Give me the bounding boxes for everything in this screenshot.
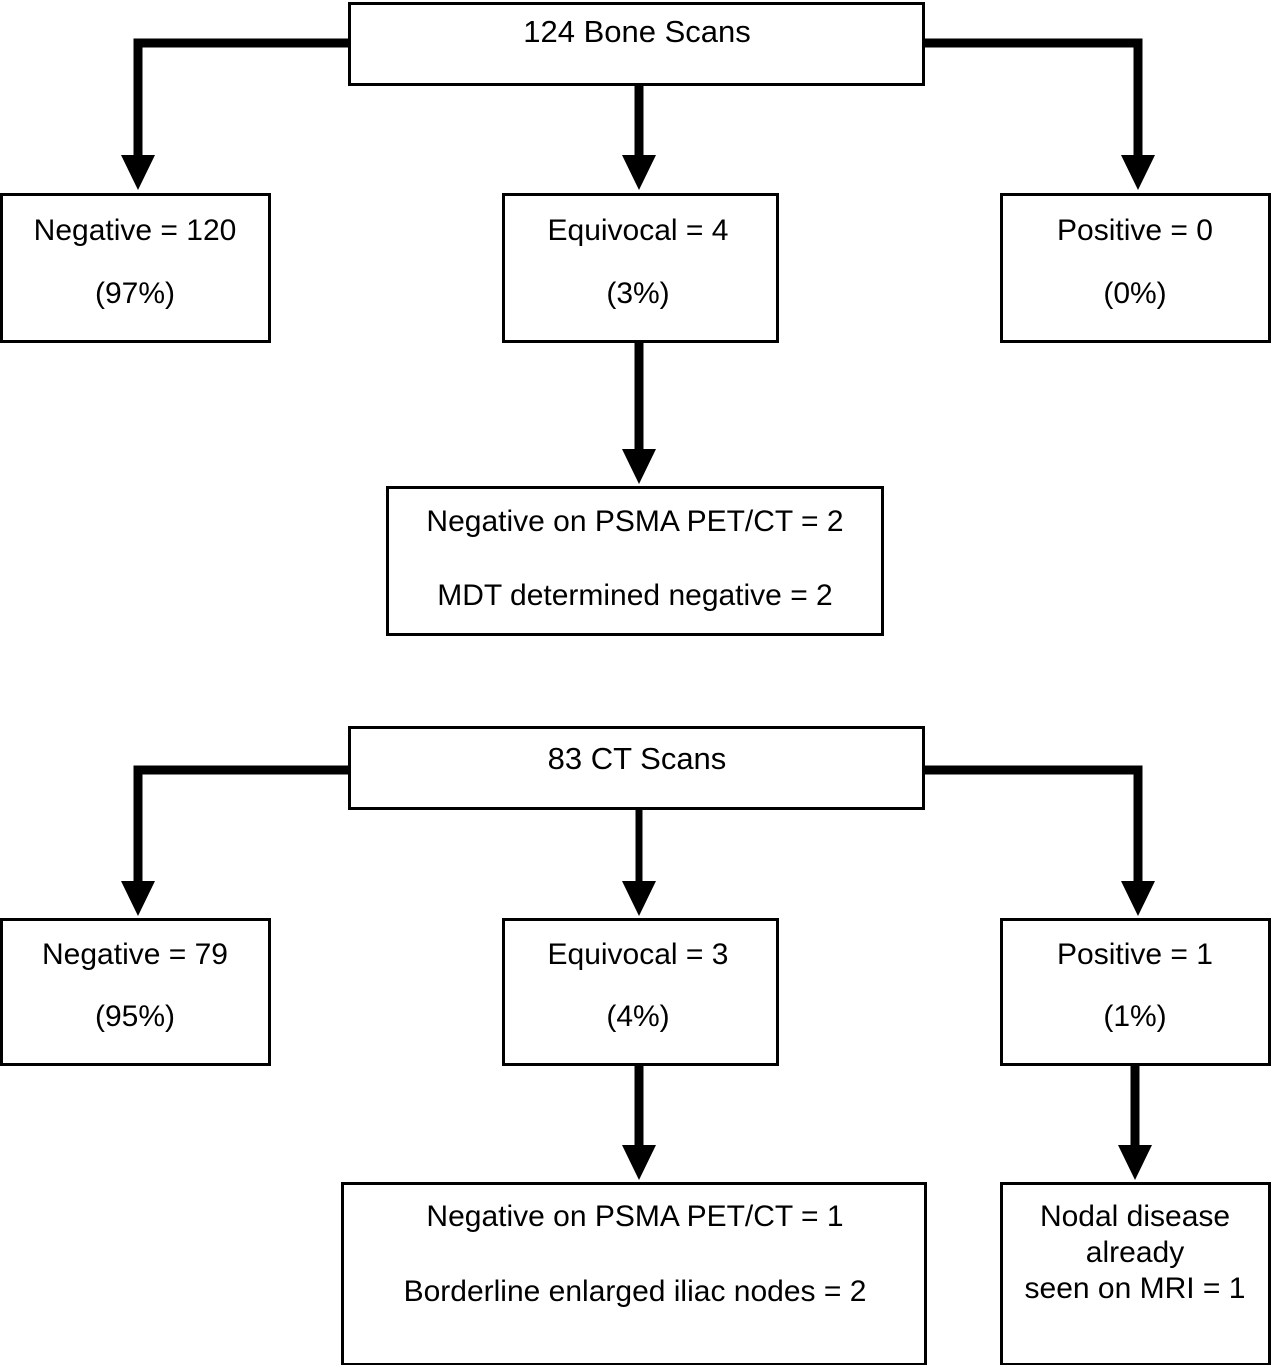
node-ct-negative-percent: (95%) — [95, 1000, 175, 1033]
node-bone-negative-percent: (97%) — [95, 277, 175, 310]
node-ct-scan-root-label: 83 CT Scans — [548, 741, 727, 776]
node-bone-scan-root[interactable]: 124 Bone Scans — [348, 2, 925, 86]
connector-ct-equivocal-to-detail — [622, 1066, 656, 1180]
arrowhead-icon — [622, 449, 656, 484]
node-ct-equivocal-detail-line-1: Negative on PSMA PET/CT = 1 — [426, 1200, 843, 1233]
arrowhead-icon — [622, 881, 656, 916]
chart-ct-scan-flow: 83 CT Scans Negative = 79 (95%) Equivoca… — [0, 726, 1271, 1365]
arrowhead-icon — [121, 881, 155, 916]
node-ct-positive-detail-line-3: seen on MRI = 1 — [1025, 1272, 1246, 1305]
node-ct-positive-percent: (1%) — [1103, 1000, 1166, 1033]
node-bone-positive-percent: (0%) — [1103, 277, 1166, 310]
arrowhead-icon — [1121, 155, 1155, 190]
node-bone-equivocal-detail-line-2: MDT determined negative = 2 — [437, 579, 833, 612]
arrowhead-icon — [622, 1145, 656, 1180]
node-ct-positive-detail-line-1: Nodal disease — [1040, 1200, 1230, 1233]
node-bone-equivocal-detail-line-1: Negative on PSMA PET/CT = 2 — [426, 505, 843, 538]
node-bone-positive-count: Positive = 0 — [1057, 214, 1213, 247]
connector-bone-equivocal-to-detail — [622, 343, 656, 484]
node-ct-equivocal[interactable]: Equivocal = 3 (4%) — [502, 918, 779, 1066]
node-ct-positive[interactable]: Positive = 1 (1%) — [1000, 918, 1271, 1066]
node-bone-equivocal-percent: (3%) — [606, 277, 669, 310]
node-ct-scan-root[interactable]: 83 CT Scans — [348, 726, 925, 810]
connector-ct-root-to-equivocal — [622, 810, 656, 916]
connector-root-to-equivocal — [622, 85, 656, 190]
connector-ct-positive-to-detail — [1118, 1066, 1152, 1180]
arrowhead-icon — [622, 155, 656, 190]
node-ct-equivocal-detail-line-2: Borderline enlarged iliac nodes = 2 — [404, 1275, 867, 1308]
arrowhead-icon — [1118, 1145, 1152, 1180]
arrowhead-icon — [1121, 881, 1155, 916]
arrowhead-icon — [121, 155, 155, 190]
node-ct-negative-count: Negative = 79 — [42, 938, 228, 971]
node-ct-positive-detail-line-2: already — [1086, 1236, 1184, 1269]
connector-root-to-positive — [925, 38, 1155, 190]
connector-ct-root-to-negative — [121, 765, 348, 916]
node-bone-positive[interactable]: Positive = 0 (0%) — [1000, 193, 1271, 343]
chart-bone-scan-flow: 124 Bone Scans Negative = 120 (97%) Equi… — [0, 2, 1271, 636]
node-bone-negative-count: Negative = 120 — [34, 214, 237, 247]
node-ct-positive-detail[interactable]: Nodal disease already seen on MRI = 1 — [1000, 1182, 1271, 1365]
node-ct-equivocal-percent: (4%) — [606, 1000, 669, 1033]
node-bone-equivocal-count: Equivocal = 4 — [548, 214, 729, 247]
node-ct-equivocal-count: Equivocal = 3 — [548, 938, 729, 971]
connector-root-to-negative — [121, 38, 348, 190]
node-bone-equivocal[interactable]: Equivocal = 4 (3%) — [502, 193, 779, 343]
node-bone-negative[interactable]: Negative = 120 (97%) — [0, 193, 271, 343]
connector-ct-root-to-positive — [925, 765, 1155, 916]
node-ct-negative[interactable]: Negative = 79 (95%) — [0, 918, 271, 1066]
node-ct-equivocal-detail[interactable]: Negative on PSMA PET/CT = 1 Borderline e… — [341, 1182, 927, 1365]
node-bone-equivocal-detail[interactable]: Negative on PSMA PET/CT = 2 MDT determin… — [386, 486, 884, 636]
node-bone-scan-root-label: 124 Bone Scans — [523, 14, 751, 49]
node-ct-positive-count: Positive = 1 — [1057, 938, 1213, 971]
